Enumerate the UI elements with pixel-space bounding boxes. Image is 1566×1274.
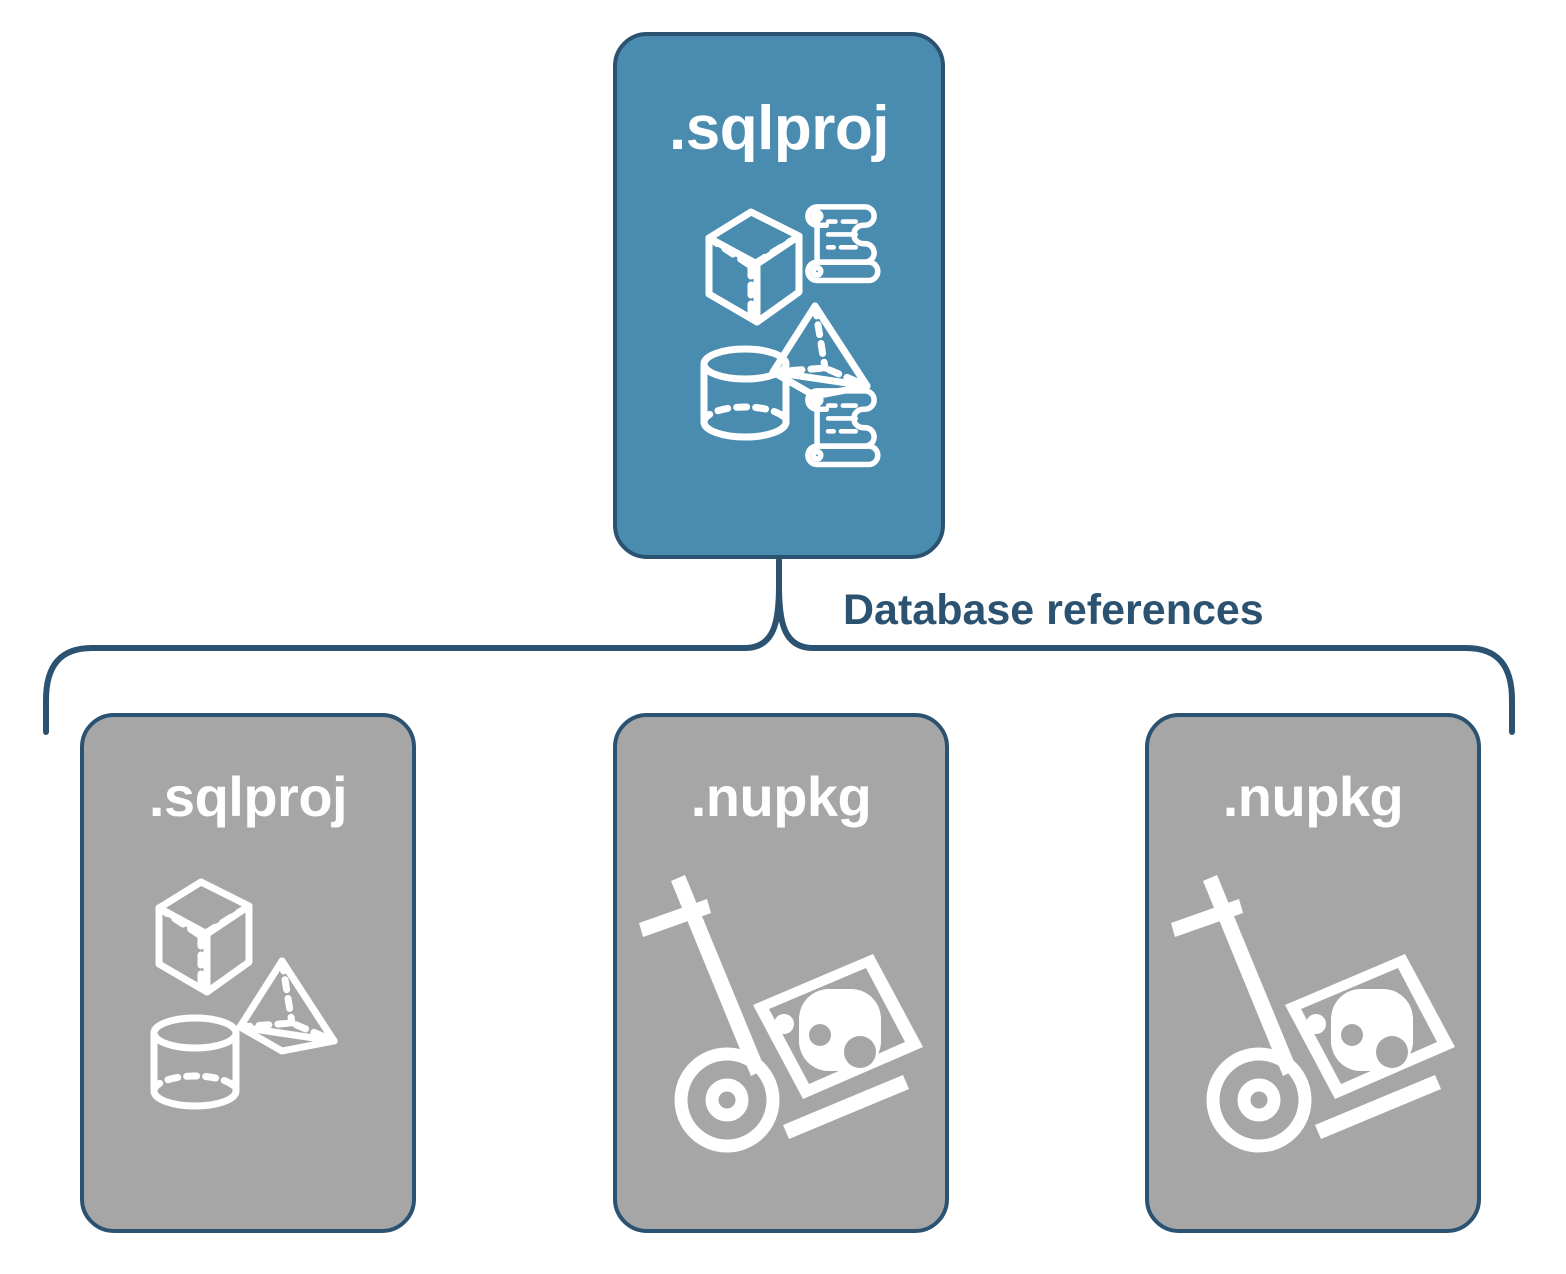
scroll-icon [805,204,881,284]
icon-group-nuget-package [617,857,945,1157]
database-objects-illustration [150,878,338,1110]
pyramid-icon [236,957,338,1055]
cylinder-icon [700,345,790,441]
icon-group-database-objects [84,867,412,1117]
cylinder-icon [150,1014,240,1110]
node-title-root-sqlproj: .sqlproj [669,94,889,163]
nuget-hand-truck-icon [639,875,923,1153]
node-title-ref-nupkg-1: .nupkg [690,765,872,828]
cube-icon [705,208,803,326]
node-card-ref-sqlproj[interactable]: .sqlproj [80,713,416,1233]
node-card-ref-nupkg-2[interactable]: .nupkg [1145,713,1481,1233]
scroll-icon [805,388,881,468]
cube-icon [155,878,253,996]
icon-group-nuget-package [1149,857,1477,1157]
node-card-ref-nupkg-1[interactable]: .nupkg [613,713,949,1233]
connector-label-database-references: Database references [843,586,1264,634]
node-title-ref-nupkg-2: .nupkg [1222,765,1404,828]
database-objects-illustration [700,204,881,468]
node-title-ref-sqlproj: .sqlproj [148,765,348,828]
nuget-hand-truck-icon [1171,875,1455,1153]
node-card-root-sqlproj[interactable]: .sqlproj [613,32,945,559]
icon-group-database-objects [617,186,941,476]
